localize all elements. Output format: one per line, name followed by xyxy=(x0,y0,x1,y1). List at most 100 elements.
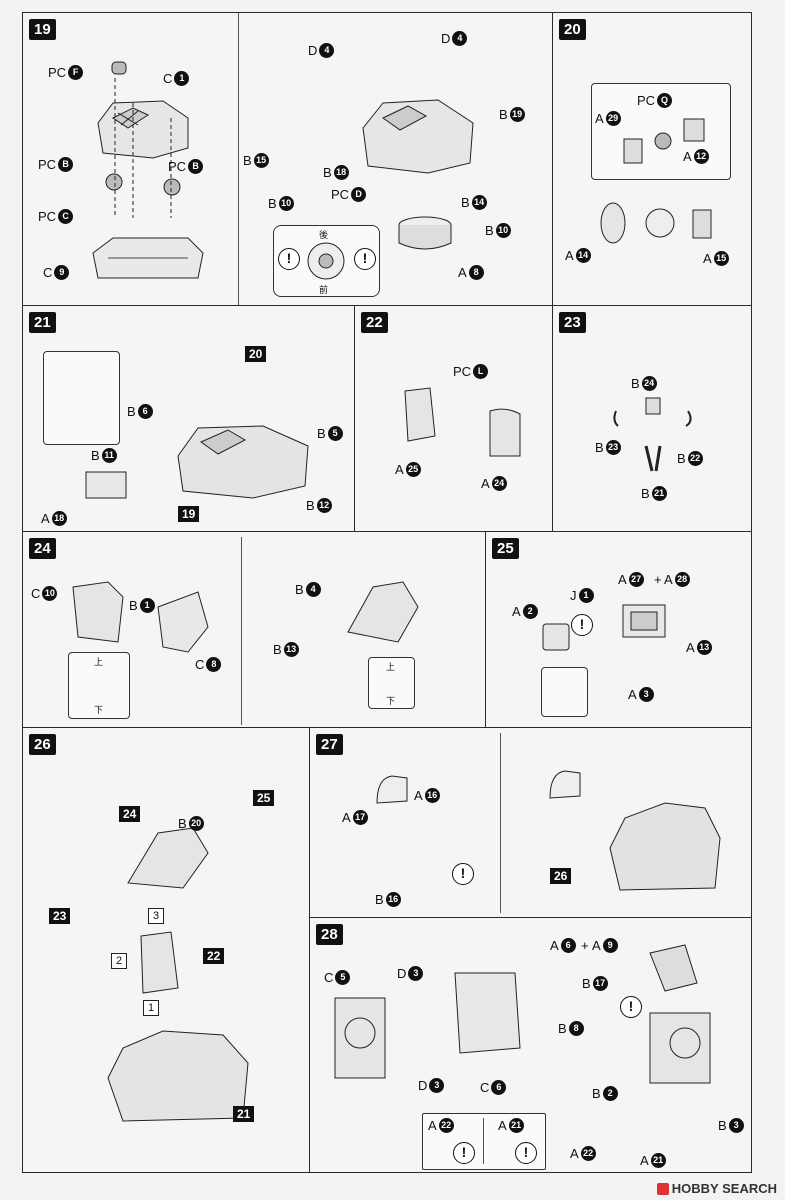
ref-step-22: 22 xyxy=(203,948,225,964)
fender-part xyxy=(649,944,698,992)
canopy-part xyxy=(376,775,408,804)
step-number: 23 xyxy=(559,312,586,333)
caution-icon: ! xyxy=(620,996,642,1018)
polycap-part xyxy=(654,132,672,150)
hull-assembly xyxy=(107,1030,249,1122)
upper-hull-part xyxy=(97,100,189,159)
step-number: 22 xyxy=(361,312,388,333)
cowl-left-part xyxy=(72,581,124,643)
wheel-base-top-view xyxy=(307,242,345,280)
sequence-3: 3 xyxy=(148,908,164,924)
ref-step-25: 25 xyxy=(253,790,275,806)
figure-parts xyxy=(613,397,692,472)
side-panel-left xyxy=(334,997,386,1079)
bracket-part xyxy=(623,138,643,164)
turret-assembly xyxy=(362,99,474,174)
detail-callout xyxy=(43,351,120,445)
bracket-part xyxy=(683,118,705,142)
caution-icon: ! xyxy=(354,248,376,270)
side-panel-right xyxy=(454,972,521,1054)
lower-hull-part xyxy=(92,237,204,279)
back-label: 後 xyxy=(319,231,329,241)
watermark: HOBBY SEARCH xyxy=(656,1181,777,1196)
step-number: 25 xyxy=(492,538,519,559)
cowl-right-part xyxy=(157,591,209,653)
caution-icon: ! xyxy=(452,863,474,885)
step-number: 20 xyxy=(559,19,586,40)
orientation-callout: 上 下 xyxy=(368,657,415,709)
joint-assembly xyxy=(600,202,712,244)
step-number: 27 xyxy=(316,734,343,755)
step-number: 21 xyxy=(29,312,56,333)
detail-callout xyxy=(541,667,588,717)
down-label: 下 xyxy=(94,706,104,716)
polycap-part xyxy=(163,178,181,196)
seat-part xyxy=(404,387,436,442)
ref-step-20: 20 xyxy=(245,346,267,362)
ref-step-23: 23 xyxy=(49,908,71,924)
plus-sign: + xyxy=(581,938,589,953)
divider xyxy=(483,1118,484,1164)
panel-part xyxy=(489,408,521,457)
front-label: 前 xyxy=(319,286,329,296)
monitor-assembly xyxy=(622,604,666,638)
ref-step-19: 19 xyxy=(178,506,200,522)
canopy-part xyxy=(549,770,581,799)
divider xyxy=(241,537,242,725)
caution-icon: ! xyxy=(278,248,300,270)
polycap-part xyxy=(111,61,127,75)
step-number: 24 xyxy=(29,538,56,559)
polycap-part xyxy=(105,173,123,191)
sequence-1: 1 xyxy=(143,1000,159,1016)
orientation-callout: 上 下 xyxy=(68,652,130,719)
sequence-2: 2 xyxy=(111,953,127,969)
ref-step-26: 26 xyxy=(550,868,572,884)
